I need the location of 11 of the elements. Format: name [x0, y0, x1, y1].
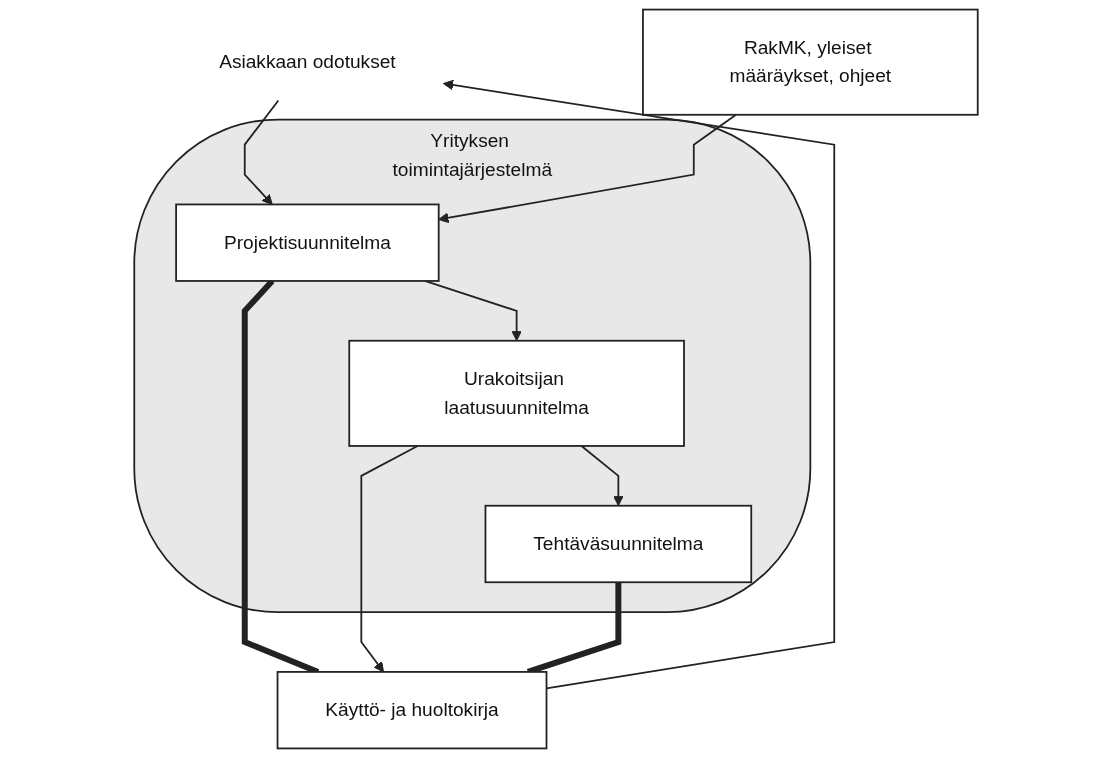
node-box: Käyttö- ja huoltokirja [276, 671, 548, 750]
node-box: Urakoitsijan laatusuunnitelma [348, 339, 685, 447]
arrow [443, 79, 836, 690]
arrow [243, 99, 280, 205]
node-box: Tehtäväsuunnitelma [484, 504, 753, 584]
arrow [360, 445, 419, 673]
node-text: Asiakkaan odotukset [219, 51, 396, 72]
node-box: Projektisuunnitelma [175, 203, 440, 282]
node-box: RakMK, yleiset määräykset, ohjeet [642, 8, 979, 116]
arrow [580, 445, 624, 507]
arrow [438, 113, 737, 224]
